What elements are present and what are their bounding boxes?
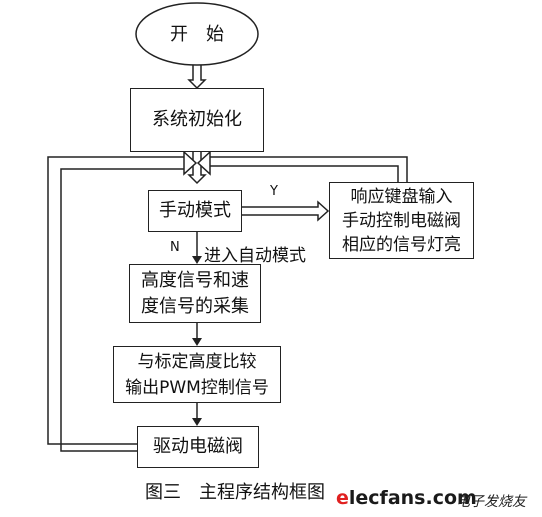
no-label: N: [170, 240, 180, 255]
arrow-init-to-manual: [187, 152, 207, 185]
arrowhead-loop-right: [196, 150, 211, 176]
keyboard-line-2: 手动控制电磁阀: [342, 210, 461, 231]
arrowhead-to-compare: [192, 338, 202, 346]
loop-left-inner: [60, 168, 184, 452]
loop-left-outer: [47, 156, 184, 445]
keyboard-response-box: 响应键盘输入 手动控制电磁阀 相应的信号灯亮: [329, 182, 474, 259]
keyboard-line-3: 相应的信号灯亮: [342, 234, 461, 255]
watermark-cn: 电子发烧友: [456, 494, 526, 510]
watermark-site: elecfans.com: [336, 487, 477, 509]
start-label: 开 始: [170, 24, 224, 45]
watermark-site-text: lecfans.com: [348, 487, 477, 509]
figure-caption: 图三 主程序结构框图: [145, 482, 325, 503]
sample-line-1: 高度信号和速: [141, 269, 249, 291]
arrowhead-loop-left: [183, 150, 198, 176]
keyboard-line-1: 响应键盘输入: [350, 186, 453, 207]
arrowhead-to-drive: [192, 418, 202, 426]
arrow-manual-to-keyboard: [242, 200, 330, 222]
auto-mode-label: 进入自动模式: [204, 246, 306, 266]
manual-mode-box: 手动模式: [148, 190, 242, 232]
arrow-start-to-init: [187, 65, 207, 90]
start-ellipse: [135, 2, 259, 66]
manual-mode-label: 手动模式: [159, 200, 231, 221]
init-label: 系统初始化: [152, 109, 242, 130]
drive-valve-label: 驱动电磁阀: [153, 436, 243, 457]
arrowhead-to-sample: [192, 256, 202, 264]
init-box: 系统初始化: [130, 88, 264, 152]
drive-valve-box: 驱动电磁阀: [137, 426, 259, 468]
compare-line-1: 与标定高度比较: [137, 351, 257, 372]
signal-sampling-box: 高度信号和速 度信号的采集: [129, 264, 261, 323]
compare-output-box: 与标定高度比较 输出PWM控制信号: [113, 346, 281, 403]
yes-label: Y: [270, 184, 278, 199]
sample-line-2: 度信号的采集: [141, 295, 249, 317]
compare-line-2: 输出PWM控制信号: [125, 377, 269, 398]
